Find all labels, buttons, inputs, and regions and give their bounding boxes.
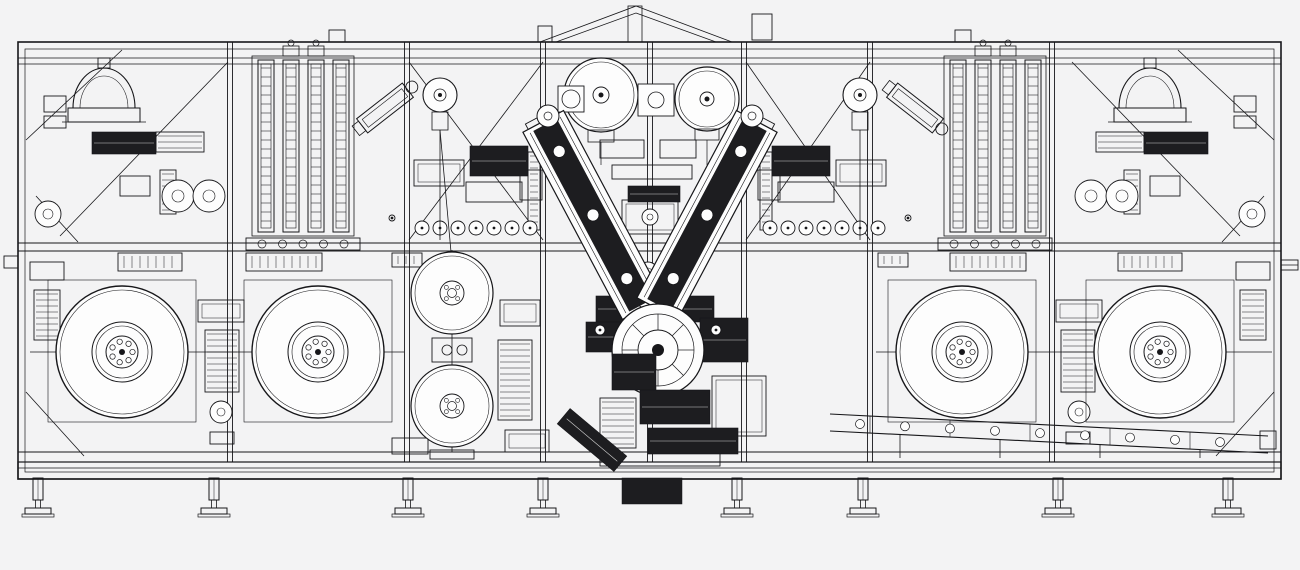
dense-component [639, 389, 711, 425]
terminal-strip [1117, 252, 1183, 272]
terminal-strip [245, 252, 323, 272]
dense-component [91, 131, 157, 155]
takeoff-conveyor [829, 413, 1277, 458]
component-block [328, 29, 346, 43]
guide-pulley [842, 77, 878, 240]
component-block [954, 29, 972, 43]
component-block [1233, 95, 1257, 113]
component-block [659, 139, 697, 159]
roller [486, 220, 502, 236]
top-feed-reel [563, 57, 639, 165]
roller [762, 220, 778, 236]
component-block [751, 13, 773, 41]
dense-component [469, 145, 529, 177]
coating-rolls [410, 251, 494, 460]
roller [798, 220, 814, 236]
component-block [1149, 175, 1181, 197]
roller [192, 179, 226, 213]
chain-track-assembly [245, 39, 361, 251]
component-block [537, 25, 553, 43]
roller [468, 220, 484, 236]
machine-feet [21, 477, 1245, 518]
component-block [499, 299, 541, 327]
component-block [119, 175, 151, 197]
lower-diagonal-chute [556, 408, 628, 472]
dense-component [1143, 131, 1209, 155]
chain-track-assembly [937, 39, 1053, 251]
bell-hood-assembly [1108, 57, 1192, 123]
component-block [777, 181, 835, 203]
roller [641, 208, 659, 226]
component-block [504, 429, 550, 453]
roller [450, 220, 466, 236]
roller [594, 324, 606, 336]
component-block [1235, 261, 1271, 281]
roller [1074, 179, 1108, 213]
guide-pulley [422, 77, 458, 240]
roller [904, 214, 912, 222]
component-block [391, 437, 429, 455]
component-block [1233, 115, 1257, 129]
component-block [757, 169, 781, 201]
roller [161, 179, 195, 213]
sensor-box [557, 85, 585, 113]
component-block [599, 139, 645, 159]
component-block [519, 169, 543, 201]
roller [780, 220, 796, 236]
component-block [465, 181, 523, 203]
material-reel [47, 279, 197, 423]
hatched-component [1239, 289, 1267, 341]
arm-top-roller [740, 104, 764, 128]
component-block [43, 95, 67, 113]
angled-feeder-arm [881, 79, 949, 136]
roller [1067, 400, 1091, 424]
roller [388, 214, 396, 222]
component-block [209, 431, 235, 445]
component-block [413, 159, 465, 187]
dense-component [611, 353, 657, 391]
component-block [835, 159, 887, 187]
hatched-component [1060, 329, 1096, 393]
roller [710, 324, 722, 336]
dense-component [699, 317, 749, 363]
component-block [711, 375, 767, 437]
roller [209, 400, 233, 424]
roller [1105, 179, 1139, 213]
roller [34, 200, 62, 228]
roller [504, 220, 520, 236]
component-block [29, 261, 65, 281]
terminal-strip [949, 252, 1027, 272]
hatched-component [497, 339, 533, 421]
terminal-strip [877, 252, 909, 268]
top-feed-reel [674, 66, 740, 165]
material-reel [243, 279, 393, 423]
dense-component [627, 185, 681, 203]
roller [834, 220, 850, 236]
roller [414, 220, 430, 236]
roller [522, 220, 538, 236]
hatched-component [33, 289, 61, 341]
dense-component [771, 145, 831, 177]
sensor-box [637, 83, 675, 117]
hatched-component [599, 397, 637, 449]
component-block [1055, 299, 1103, 323]
angled-feeder-arm [351, 80, 419, 137]
component-block [43, 115, 67, 129]
arm-top-roller [536, 104, 560, 128]
terminal-strip [117, 252, 183, 272]
roller [870, 220, 886, 236]
roller [816, 220, 832, 236]
roof-truss [539, 5, 733, 43]
material-reel [887, 279, 1037, 423]
terminal-strip [391, 252, 423, 268]
roller [1238, 200, 1266, 228]
dense-component [647, 427, 739, 455]
bell-hood-assembly [62, 57, 146, 123]
hatched-component [204, 329, 240, 393]
material-reel [1085, 279, 1235, 423]
component-block [611, 164, 693, 180]
